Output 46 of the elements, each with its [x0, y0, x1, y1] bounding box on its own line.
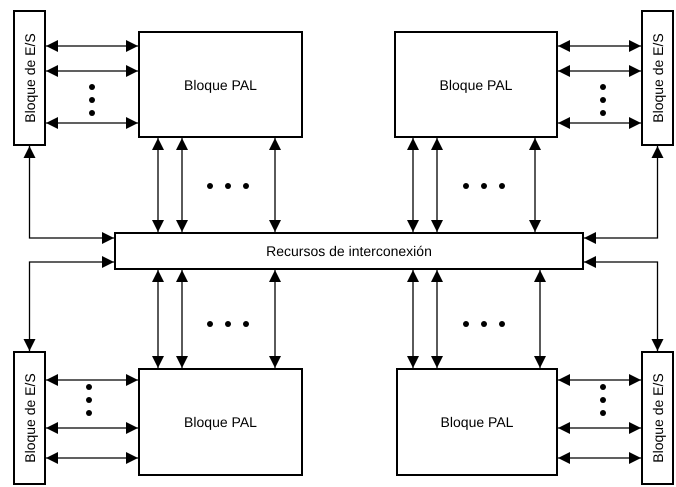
double-arrow: [558, 117, 641, 129]
double-arrow: [152, 270, 164, 368]
block-title: Bloque PAL: [184, 414, 257, 430]
double-arrow: [46, 40, 138, 52]
double-arrow: [558, 374, 641, 386]
double-arrow: [46, 422, 138, 434]
double-arrow: [407, 270, 419, 368]
block-title: Recursos de interconexión: [266, 243, 432, 259]
double-arrow: [584, 146, 664, 244]
double-arrow: [558, 452, 641, 464]
double-arrow: [269, 270, 281, 368]
pal-block: [138, 31, 303, 138]
block-label: Bloque de E/S: [22, 373, 38, 463]
double-arrow: [558, 40, 641, 52]
double-arrow: [431, 138, 443, 232]
block-label: Bloque de E/S: [650, 33, 666, 123]
block-title: Bloque PAL: [440, 76, 512, 92]
double-arrow: [529, 138, 541, 232]
io-block: [13, 351, 46, 485]
double-arrow: [176, 138, 188, 232]
double-arrow: [24, 146, 114, 244]
double-arrow: [269, 138, 281, 232]
pal-block: [396, 368, 558, 476]
io-block: [13, 10, 46, 146]
double-arrow: [152, 138, 164, 232]
double-arrow: [407, 138, 419, 232]
block-label: Bloque de E/S: [22, 33, 38, 123]
double-arrow: [46, 65, 138, 77]
double-arrow: [24, 256, 114, 351]
pal-block: [394, 31, 558, 138]
pal-block: [138, 368, 303, 476]
io-block: [641, 10, 674, 146]
double-arrow: [46, 117, 138, 129]
block-title: Bloque PAL: [440, 414, 514, 430]
io-block: [641, 351, 674, 485]
double-arrow: [558, 65, 641, 77]
block-label: Bloque de E/S: [650, 373, 666, 463]
double-arrow: [46, 452, 138, 464]
interconnect-bar: [114, 232, 584, 270]
block-title: Bloque PAL: [184, 76, 257, 92]
double-arrow: [584, 256, 664, 351]
double-arrow: [558, 422, 641, 434]
double-arrow: [431, 270, 443, 368]
double-arrow: [534, 270, 546, 368]
double-arrow: [46, 374, 138, 386]
double-arrow: [176, 270, 188, 368]
